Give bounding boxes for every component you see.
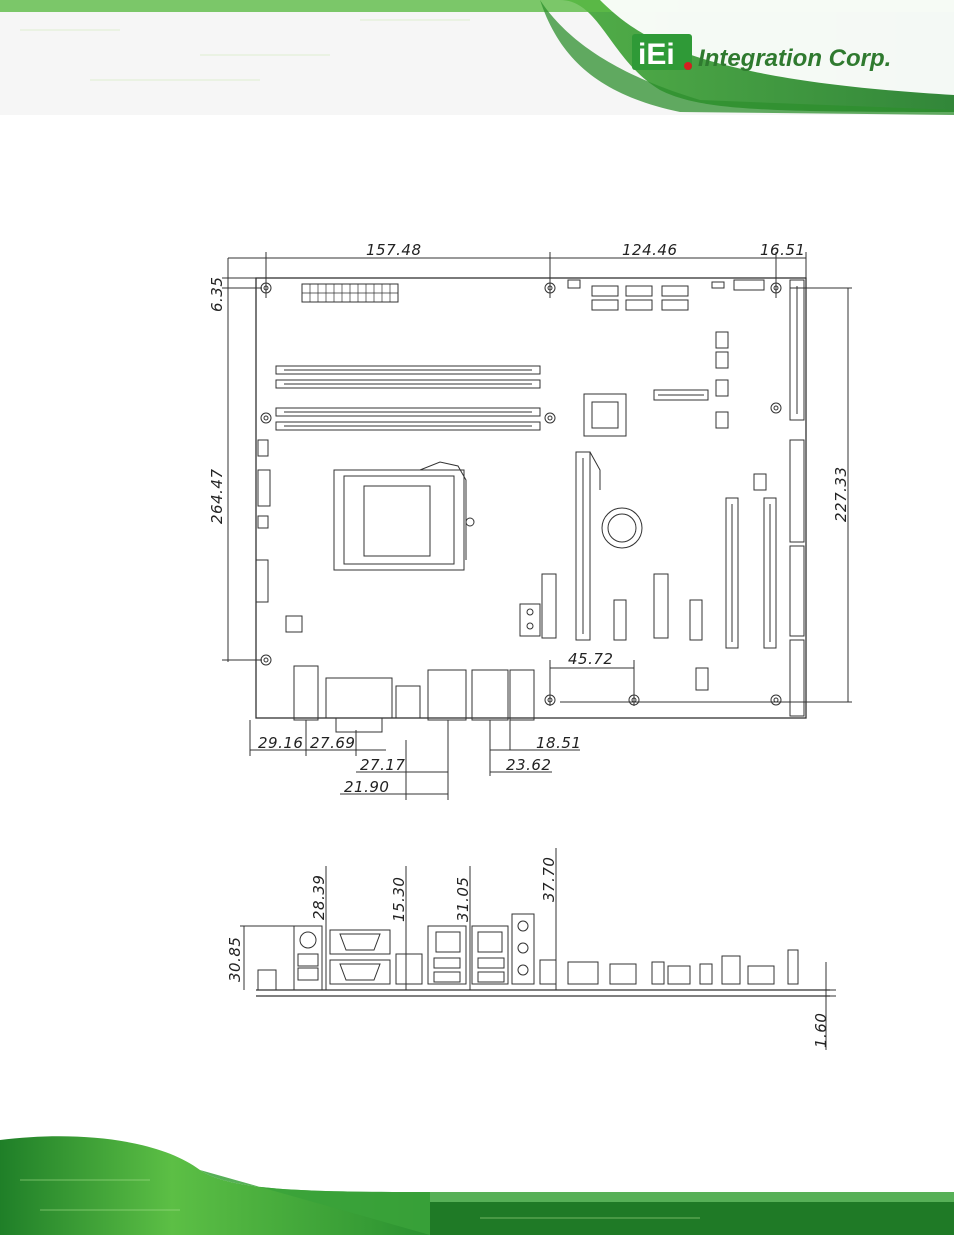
dim-side-1: 1.60 (812, 1013, 830, 1048)
dim-left-6: 6.35 (208, 277, 226, 312)
dim-bottom-29: 29.16 (258, 734, 303, 752)
dim-inside-45: 45.72 (568, 650, 613, 668)
dim-side-37: 37.70 (540, 857, 558, 902)
dim-bottom-18: 18.51 (536, 734, 581, 752)
dim-bottom-27b: 27.17 (360, 756, 405, 774)
dim-right-227: 227.33 (832, 467, 850, 523)
dim-top-157: 157.48 (366, 241, 422, 259)
dimm-slots (276, 366, 540, 430)
dim-side-30: 30.85 (226, 937, 244, 982)
dim-side-15: 15.30 (390, 877, 408, 922)
dim-left-264: 264.47 (208, 469, 226, 525)
dim-side-31: 31.05 (454, 877, 472, 922)
pch-chip (584, 394, 626, 436)
dim-top-124: 124.46 (622, 241, 678, 259)
dim-bottom-23: 23.62 (506, 756, 551, 774)
dim-top-16: 16.51 (760, 241, 805, 259)
cpu-socket (334, 462, 474, 570)
mounting-holes (261, 283, 781, 705)
board-outline (256, 278, 806, 718)
dim-side-28: 28.39 (310, 875, 328, 920)
sata-connectors (592, 286, 688, 310)
footer-banner (0, 1130, 954, 1235)
side-view (240, 848, 836, 1050)
dim-bottom-21: 21.90 (344, 778, 389, 796)
dim-bottom-27a: 27.69 (310, 734, 355, 752)
